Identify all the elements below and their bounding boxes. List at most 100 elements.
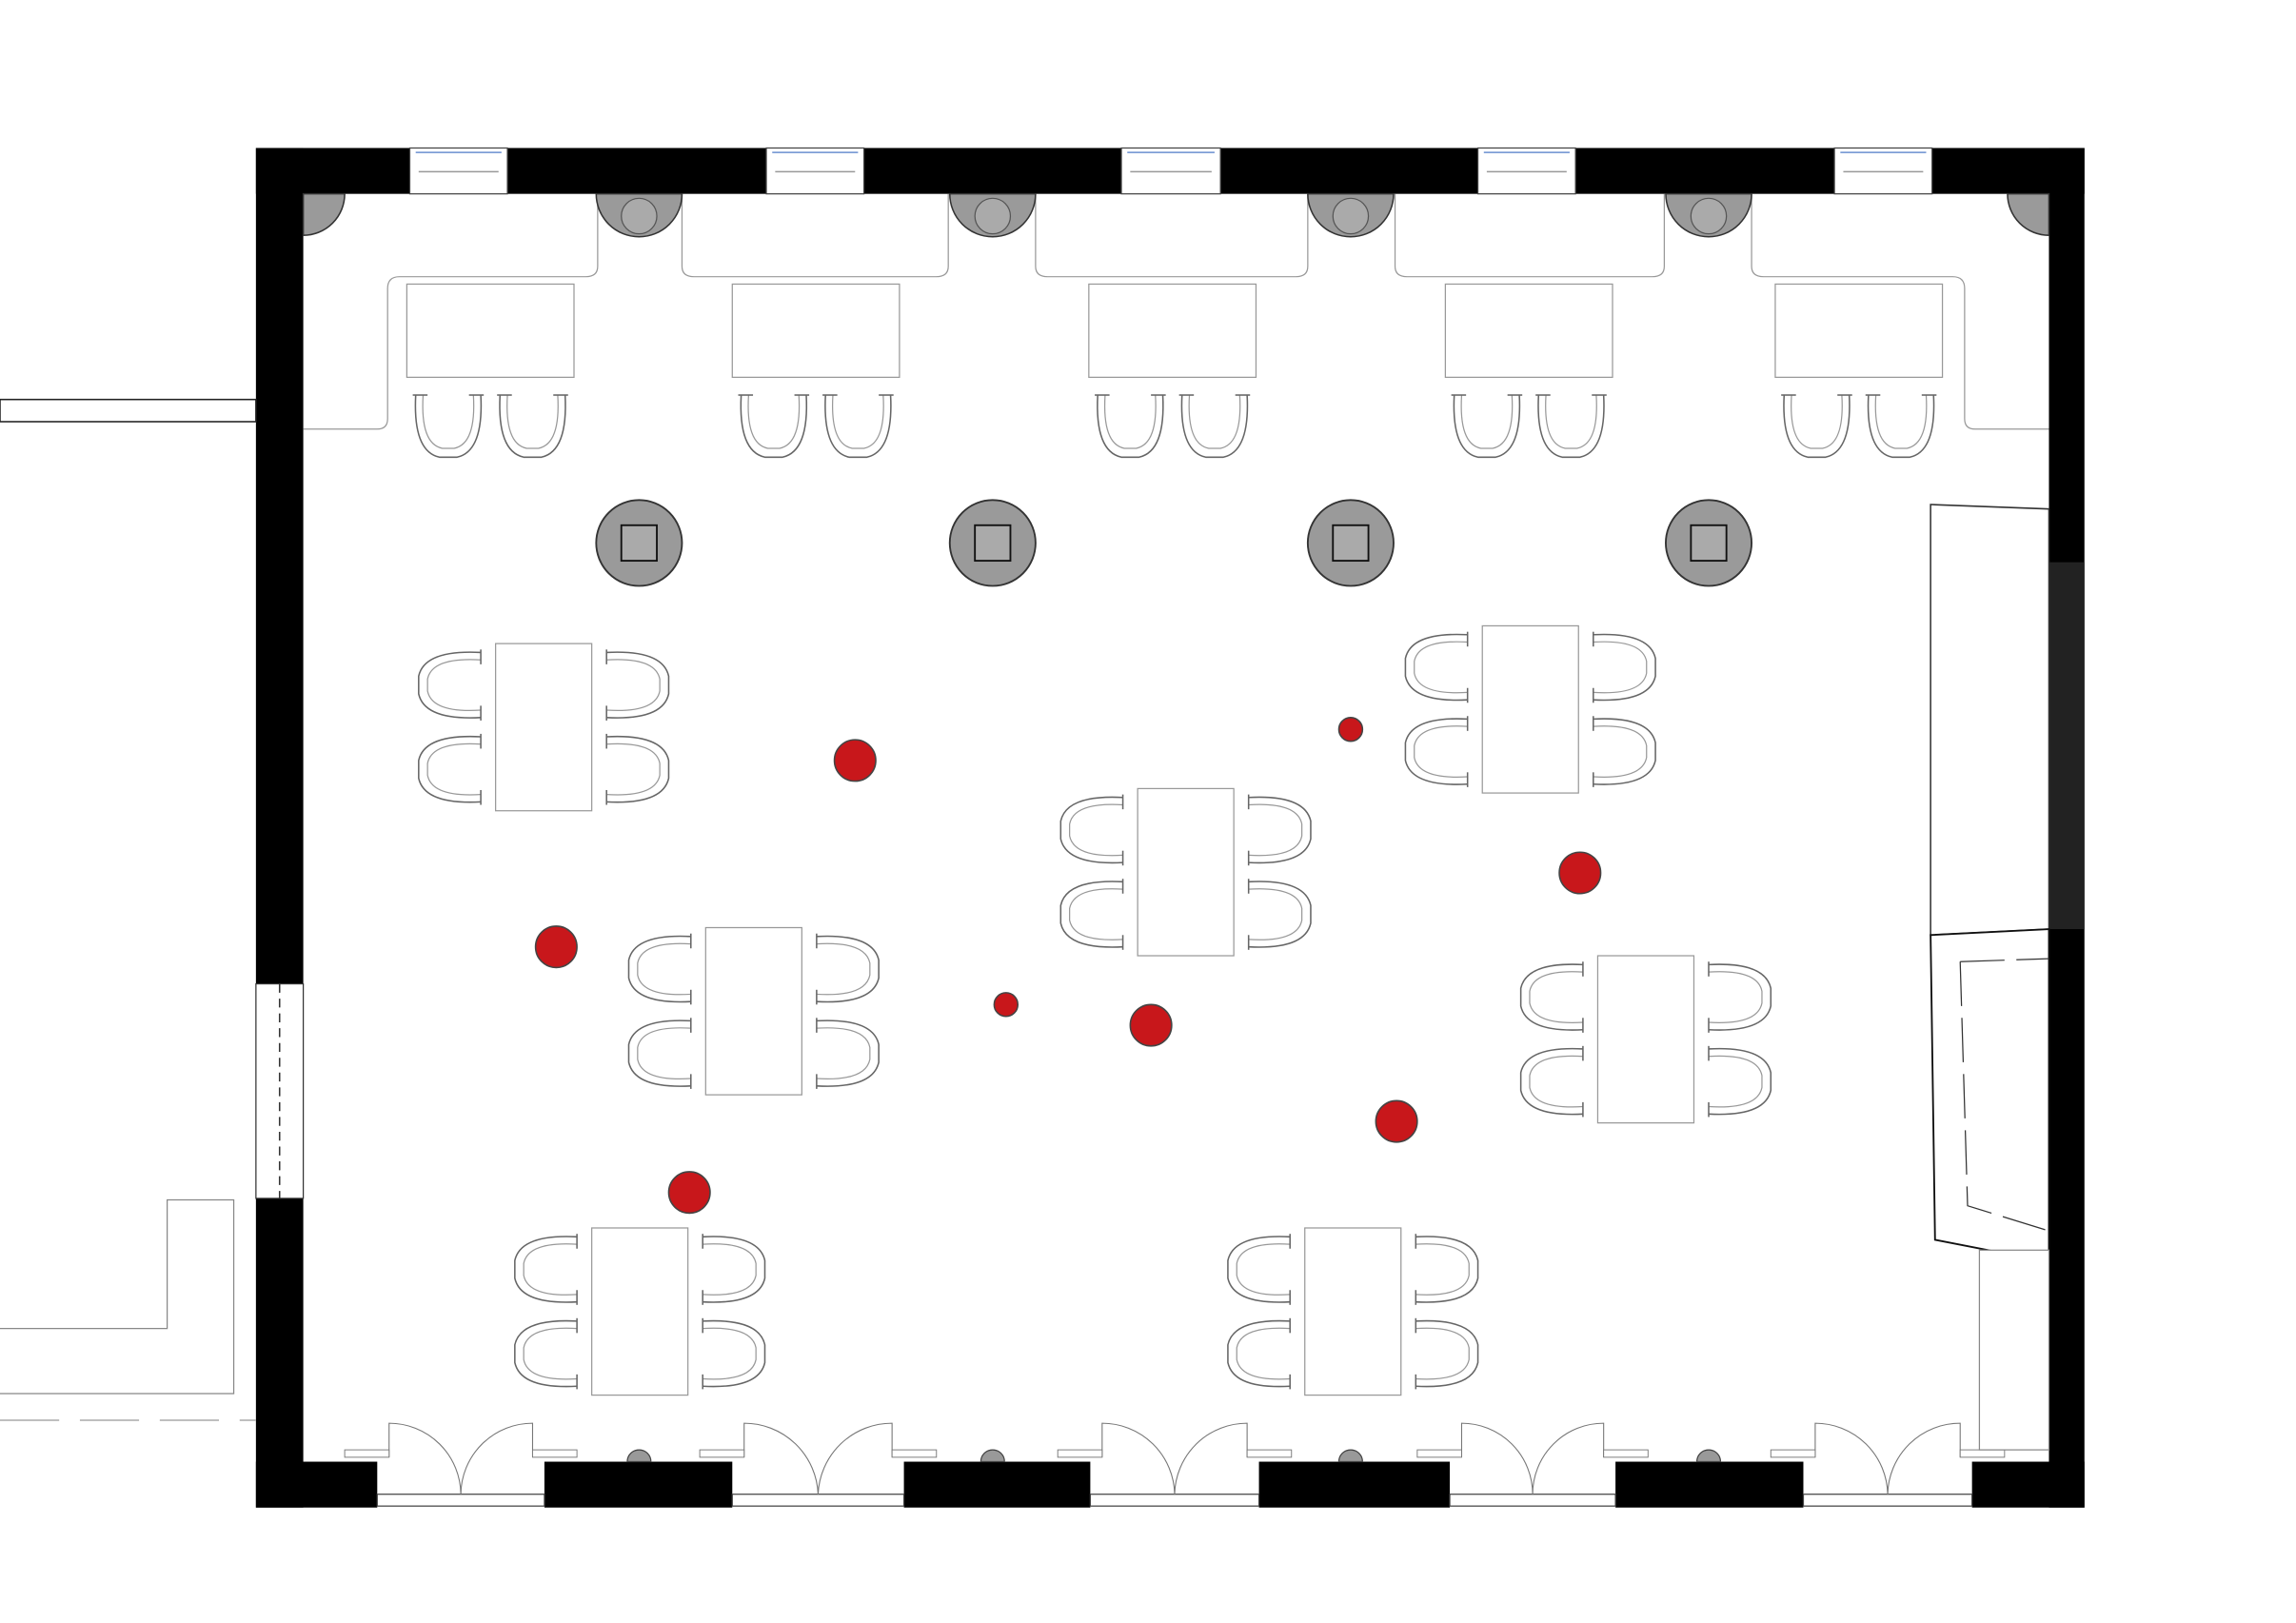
chair-part xyxy=(1529,1055,1583,1108)
door-swing-left xyxy=(743,1422,819,1494)
red-dot-marker xyxy=(1129,1003,1173,1047)
dining-table xyxy=(704,926,802,1096)
chair xyxy=(605,649,670,721)
chair xyxy=(1535,394,1607,459)
dining-table xyxy=(1137,787,1235,957)
chair xyxy=(1178,394,1251,459)
chair xyxy=(816,933,880,1005)
red-dot-marker xyxy=(667,1171,711,1215)
chair-part xyxy=(637,1027,691,1080)
exterior-wall-stub xyxy=(0,398,257,423)
banquette-outline xyxy=(303,193,2049,430)
chair-part xyxy=(1791,394,1843,449)
chair xyxy=(1247,879,1312,950)
chair-part xyxy=(422,394,475,449)
corner-column xyxy=(302,192,346,236)
door-threshold xyxy=(1802,1494,1973,1507)
chair-part xyxy=(1460,394,1514,449)
chair-part xyxy=(831,394,884,449)
chair xyxy=(1404,716,1469,787)
door-threshold xyxy=(731,1494,905,1507)
chair xyxy=(738,394,810,459)
chair-part xyxy=(1103,394,1157,449)
chair-part xyxy=(426,659,482,712)
chair-part xyxy=(703,1327,757,1380)
bottom-pilaster xyxy=(1337,1449,1363,1463)
door-swing-left xyxy=(1101,1422,1176,1494)
door-leaf xyxy=(344,1449,390,1458)
counter-table xyxy=(1444,283,1613,378)
red-dot-marker xyxy=(1375,1099,1418,1143)
chair xyxy=(1593,716,1656,787)
bottom-pilaster xyxy=(626,1449,652,1463)
chair xyxy=(1708,961,1772,1033)
column-core xyxy=(1332,524,1370,563)
chair xyxy=(514,1317,578,1390)
red-dot-marker xyxy=(833,739,877,782)
door-swing-right xyxy=(1532,1422,1605,1494)
bottom-pilaster xyxy=(1695,1449,1722,1463)
door-leaf xyxy=(1603,1449,1649,1458)
window xyxy=(408,147,508,195)
chair-part xyxy=(1236,1243,1291,1296)
column-core xyxy=(620,524,658,563)
chair-part xyxy=(703,1243,757,1296)
chair xyxy=(702,1234,766,1305)
chair xyxy=(605,733,670,805)
wall-column-core xyxy=(1332,197,1370,235)
cabinet xyxy=(1978,1249,2050,1451)
door-swing-right xyxy=(817,1422,893,1494)
chair xyxy=(418,649,482,721)
bottom-wall-segment xyxy=(1615,1461,1804,1508)
chair xyxy=(1865,394,1937,459)
chair-part xyxy=(747,394,801,449)
chair-part xyxy=(523,1243,578,1296)
chair-part xyxy=(523,1327,578,1380)
door-threshold xyxy=(1089,1494,1260,1507)
walls xyxy=(0,147,2085,1508)
door-swing-left xyxy=(388,1422,462,1494)
counter-dashed-outline xyxy=(1959,958,2049,1232)
chair-part xyxy=(816,1027,871,1080)
chair-part xyxy=(816,942,871,996)
chair xyxy=(412,394,485,459)
dining-table xyxy=(1596,955,1695,1124)
bottom-wall-segment xyxy=(903,1461,1091,1508)
wall-column-core xyxy=(1690,197,1728,235)
dining-table xyxy=(495,643,593,812)
columns xyxy=(302,192,2050,1463)
door-leaf xyxy=(1057,1449,1103,1458)
chair xyxy=(1247,794,1312,866)
chair xyxy=(1227,1234,1291,1305)
chair-part xyxy=(1415,1327,1470,1380)
chair xyxy=(1404,631,1469,703)
chair-part xyxy=(637,942,691,996)
counter-table xyxy=(1774,283,1944,378)
chair-part xyxy=(1248,803,1303,857)
chair xyxy=(418,733,482,805)
dining-table xyxy=(1304,1227,1402,1396)
chair-part xyxy=(606,659,661,712)
furniture xyxy=(303,193,2049,1396)
column-core xyxy=(974,524,1012,563)
chair-part xyxy=(426,742,482,796)
chair xyxy=(816,1018,880,1089)
wall-column-core xyxy=(621,197,658,235)
door-swing-right xyxy=(460,1422,534,1494)
door-leaf xyxy=(1959,1449,2006,1458)
door-leaf xyxy=(699,1449,745,1458)
red-dot-marker xyxy=(1558,851,1602,895)
chair-part xyxy=(1708,1055,1763,1108)
door-swing-right xyxy=(1174,1422,1248,1494)
dining-table xyxy=(1481,624,1579,794)
chair-part xyxy=(1593,725,1648,778)
door-leaf xyxy=(1416,1449,1462,1458)
bottom-pilaster xyxy=(980,1449,1005,1463)
chair xyxy=(1415,1317,1479,1390)
chair-part xyxy=(1236,1327,1291,1380)
chair xyxy=(1227,1317,1291,1390)
window xyxy=(765,147,865,195)
left-wall-lower xyxy=(255,1197,304,1508)
chair-part xyxy=(1414,725,1468,778)
